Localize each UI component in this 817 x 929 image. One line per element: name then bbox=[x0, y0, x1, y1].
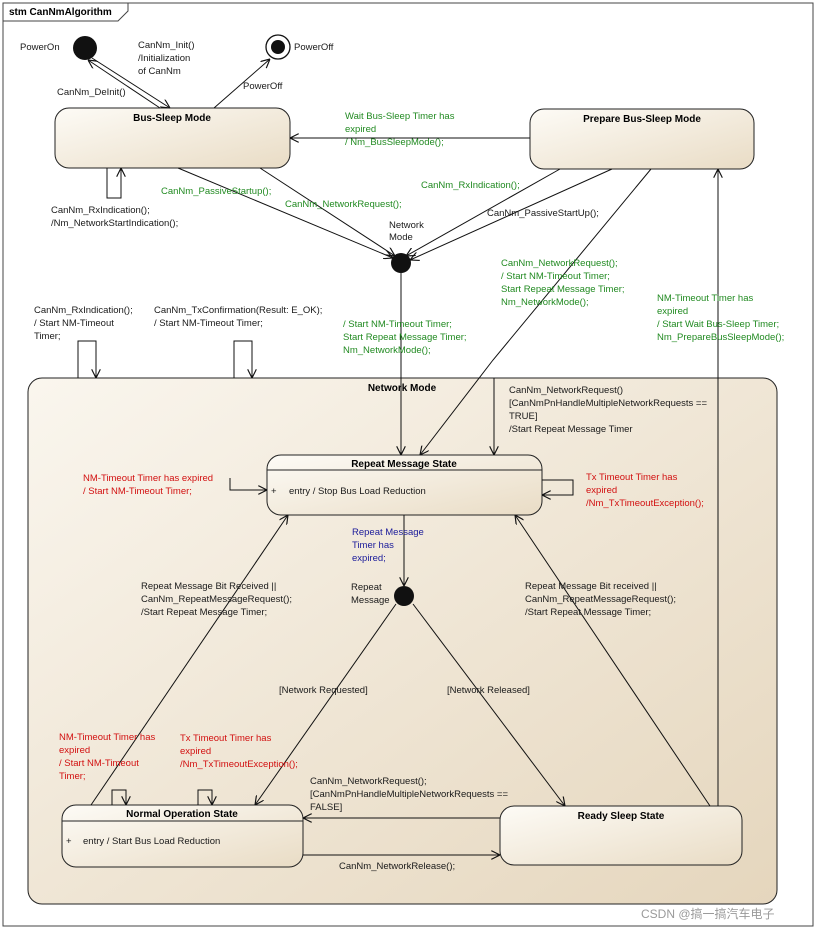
label-bsm-rx-self: CanNm_RxIndication(); /Nm_NetworkStartIn… bbox=[51, 205, 178, 229]
network-mode-choice-label-1: Network bbox=[389, 220, 424, 231]
label-cannm-deinit: CanNm_DeInit() bbox=[57, 87, 126, 98]
normal-operation-entry-marker: + bbox=[66, 836, 72, 847]
transition-nos-rm-bit bbox=[90, 515, 288, 806]
watermark: CSDN @搞一搞汽车电子 bbox=[641, 906, 775, 921]
transition-pbs-rx bbox=[406, 168, 561, 256]
transition-pbs-passive bbox=[410, 168, 613, 260]
label-nos-tx-timeout: Tx Timeout Timer has expired /Nm_TxTimeo… bbox=[180, 733, 298, 770]
label-nos-nm-timeout: NM-Timeout Timer has expired / Start NM-… bbox=[59, 732, 158, 782]
prepare-bus-sleep-state bbox=[529, 108, 755, 170]
label-rss-rm-bit: Repeat Message Bit received || CanNm_Rep… bbox=[525, 581, 679, 618]
repeat-message-entry-marker: + bbox=[271, 486, 277, 497]
transition-bsm-passive bbox=[177, 167, 393, 258]
power-on-label: PowerOn bbox=[20, 42, 60, 53]
normal-operation-title: Normal Operation State bbox=[126, 809, 238, 820]
transition-bsm-netreq bbox=[259, 167, 395, 256]
transition-nos-tx-timeout bbox=[197, 789, 212, 805]
transition-init bbox=[91, 57, 170, 108]
label-bsm-netreq: CanNm_NetworkRequest(); bbox=[285, 199, 402, 210]
transition-network-requested bbox=[255, 603, 397, 805]
power-off-label: PowerOff bbox=[294, 42, 334, 53]
transition-poweroff bbox=[213, 59, 270, 109]
transition-deinit bbox=[88, 60, 161, 109]
label-nos-to-rss: CanNm_NetworkRelease(); bbox=[339, 861, 455, 872]
label-nm-tx-self: CanNm_TxConfirmation(Result: E_OK); / St… bbox=[154, 305, 325, 329]
label-pbs-rx: CanNm_RxIndication(); bbox=[421, 180, 520, 191]
transition-rss-rm-bit bbox=[515, 515, 711, 807]
transition-bsm-rx-self bbox=[106, 168, 121, 199]
label-wait-bus-sleep: Wait Bus-Sleep Timer has expired / Nm_Bu… bbox=[345, 111, 457, 148]
label-pbs-passive: CanNm_PassiveStartUp(); bbox=[487, 208, 599, 219]
bus-sleep-mode-title: Bus-Sleep Mode bbox=[133, 113, 211, 124]
transition-rms-tx-timeout bbox=[542, 479, 574, 495]
label-rms-tx-timeout: Tx Timeout Timer has expired /Nm_TxTimeo… bbox=[586, 472, 704, 509]
network-mode-state bbox=[27, 377, 778, 905]
label-network-released: [Network Released] bbox=[447, 685, 530, 696]
prepare-bus-sleep-title: Prepare Bus-Sleep Mode bbox=[583, 114, 701, 125]
label-rss-netreq-multi: CanNm_NetworkRequest() [CanNmPnHandleMul… bbox=[509, 385, 710, 435]
label-nm-rx-self: CanNm_RxIndication(); / Start NM-Timeout… bbox=[34, 305, 135, 342]
label-choice-to-rms: / Start NM-Timeout Timer; Start Repeat M… bbox=[343, 319, 469, 356]
label-cannm-init: CanNm_Init() /Initialization of CanNm bbox=[138, 40, 197, 77]
transition-nos-nm-timeout bbox=[111, 789, 126, 805]
power-on-initial-node bbox=[73, 36, 97, 60]
frame-title: stm CanNmAlgorithm bbox=[9, 7, 112, 18]
transition-pbs-netreq bbox=[420, 168, 652, 455]
label-rms-timer-expired: Repeat Message Timer has expired; bbox=[352, 527, 426, 564]
label-bsm-passive: CanNm_PassiveStartup(); bbox=[161, 186, 271, 197]
repeat-message-choice-label-1: Repeat bbox=[351, 582, 382, 593]
label-nm-timeout-to-pbs: NM-Timeout Timer has expired / Start Wai… bbox=[657, 293, 784, 343]
repeat-message-entry: entry / Stop Bus Load Reduction bbox=[289, 486, 426, 497]
frame-tab bbox=[3, 3, 129, 22]
label-network-requested: [Network Requested] bbox=[279, 685, 368, 696]
label-nos-rm-bit: Repeat Message Bit Received || CanNm_Rep… bbox=[141, 581, 295, 618]
repeat-message-choice-node bbox=[394, 586, 414, 606]
network-mode-choice-node bbox=[391, 253, 411, 273]
transition-nm-rx-self bbox=[77, 340, 96, 378]
transition-nm-tx-self bbox=[233, 340, 252, 378]
ready-sleep-title: Ready Sleep State bbox=[578, 811, 665, 822]
network-mode-choice-label-2: Mode bbox=[389, 232, 413, 243]
repeat-message-choice-label-2: Message bbox=[351, 595, 390, 606]
label-rss-to-nos: CanNm_NetworkRequest(); [CanNmPnHandleMu… bbox=[310, 776, 511, 813]
transition-network-released bbox=[412, 603, 565, 806]
label-poweroff-edge: PowerOff bbox=[243, 81, 283, 92]
label-pbs-netreq: CanNm_NetworkRequest(); / Start NM-Timeo… bbox=[501, 258, 627, 308]
network-mode-title: Network Mode bbox=[368, 383, 437, 394]
normal-operation-entry: entry / Start Bus Load Reduction bbox=[83, 836, 220, 847]
repeat-message-title: Repeat Message State bbox=[351, 459, 457, 470]
ready-sleep-state bbox=[499, 805, 743, 866]
transition-rms-nm-timeout bbox=[229, 478, 267, 490]
label-rms-nm-timeout: NM-Timeout Timer has expired / Start NM-… bbox=[83, 473, 216, 497]
power-off-final-node bbox=[271, 40, 285, 54]
